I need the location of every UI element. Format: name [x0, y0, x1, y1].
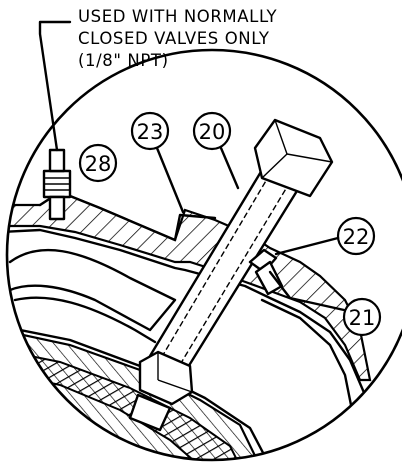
diaphragm-outline [8, 248, 177, 332]
pipe-plug-28 [42, 148, 72, 221]
callout-22: 22 [274, 216, 376, 256]
note-line-3: (1/8" NPT) [78, 51, 169, 70]
stud-bolt-20 [128, 118, 334, 432]
callout-20: 20 [192, 111, 240, 190]
callout-21-label: 21 [349, 306, 376, 330]
body-right-contour [260, 298, 354, 412]
callout-23-label: 23 [137, 120, 164, 144]
note-leader-line [38, 20, 72, 152]
callout-28-label: 28 [85, 152, 112, 176]
note-line-1: USED WITH NORMALLY [78, 7, 278, 26]
diaphragm-inner [13, 296, 157, 344]
callout-20-label: 20 [199, 120, 226, 144]
callout-22-label: 22 [343, 225, 370, 249]
flange-body-section [7, 190, 372, 382]
callout-28: 28 [78, 143, 118, 183]
callout-23: 23 [130, 111, 185, 214]
callout-21: 21 [268, 270, 382, 337]
note-line-2: CLOSED VALVES ONLY [78, 29, 270, 48]
detail-circle [5, 48, 402, 462]
